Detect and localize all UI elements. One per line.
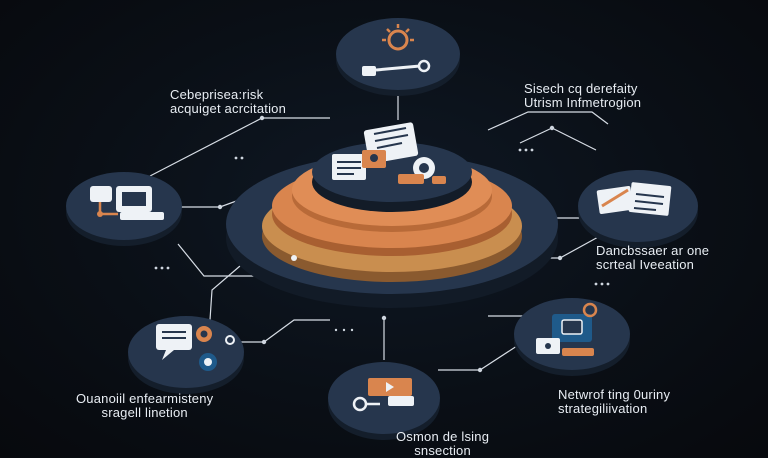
label-bottom-left: Ouanoiil enfearmisteny sragell linetion bbox=[76, 391, 214, 420]
connector-left-mid bbox=[209, 265, 241, 321]
node-bottom-left bbox=[128, 316, 244, 394]
device-link-icon bbox=[90, 186, 164, 220]
video-key-icon bbox=[352, 378, 414, 412]
central-platform bbox=[226, 142, 558, 308]
documents-icon bbox=[596, 182, 672, 216]
connector-bottom-right bbox=[438, 343, 521, 371]
node-bottom-right bbox=[514, 298, 630, 376]
sun-key-icon bbox=[362, 24, 431, 76]
label-bottom: Osmon de lsing snsection bbox=[396, 429, 490, 458]
chat-shield-icon bbox=[156, 324, 235, 371]
gear-shield-icon bbox=[398, 157, 446, 184]
connector-top-right bbox=[487, 111, 609, 131]
lock-icon bbox=[362, 150, 386, 168]
connector-bottom-left bbox=[226, 319, 330, 343]
node-left bbox=[66, 172, 182, 246]
node-top bbox=[336, 18, 460, 96]
secure-card-icon bbox=[536, 302, 598, 356]
node-right bbox=[578, 170, 698, 248]
label-top-right: Sisech cq derefaity Utrism Infmetrogion bbox=[524, 81, 642, 110]
label-top-left: Cebeprisea:risk acquiget acrcitation bbox=[170, 87, 287, 116]
node-bottom bbox=[328, 362, 440, 440]
label-right: Dancbssaer ar one scrteal Iveeation bbox=[596, 243, 710, 272]
label-bottom-right: Netwrof ting 0uriny strategiliivation bbox=[558, 387, 671, 416]
connector-right-a bbox=[519, 127, 597, 151]
